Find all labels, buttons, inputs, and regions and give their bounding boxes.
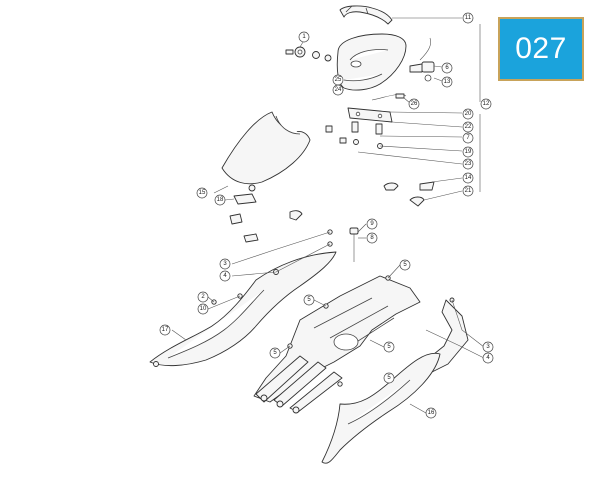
svg-text:12: 12 [483,101,490,107]
callout-5-top: 5 [399,259,411,271]
svg-text:1: 1 [302,34,306,40]
callout-3-right: 3 [482,341,494,353]
svg-text:26: 26 [411,101,418,107]
svg-text:20: 20 [465,111,472,117]
callout-16: 16 [425,407,437,419]
small-fasteners-upper [325,125,435,207]
svg-text:3: 3 [486,344,490,350]
callout-7: 7 [462,132,474,144]
svg-text:25: 25 [335,77,342,83]
svg-text:7: 7 [466,135,470,141]
callout-12: 12 [480,98,492,110]
svg-text:14: 14 [465,175,472,181]
tail-cover [221,111,311,185]
callout-25: 25 [332,74,344,86]
callout-10: 10 [197,303,209,315]
callout-4-right: 4 [482,352,494,364]
callout-26: 26 [408,98,420,110]
svg-text:5: 5 [387,344,391,350]
callout-19: 19 [462,146,474,158]
callout-9: 9 [366,218,378,230]
svg-text:3: 3 [223,261,227,267]
leader-lines [171,17,485,414]
page-number-badge: 027 [498,17,584,81]
svg-text:2: 2 [201,294,205,300]
callout-14: 14 [462,172,474,184]
svg-text:5: 5 [387,375,391,381]
callout-6: 6 [441,62,453,74]
release-cable [371,93,407,101]
rear-seat [336,33,407,91]
callout-5-left: 5 [269,347,281,359]
svg-text:13: 13 [444,79,451,85]
callout-24: 24 [332,84,344,96]
svg-text:5: 5 [307,297,311,303]
callout-3-left: 3 [219,258,231,270]
callout-22: 22 [462,121,474,133]
callout-1: 1 [298,31,310,43]
svg-text:4: 4 [486,355,490,361]
callout-20: 20 [462,108,474,120]
rubber-grommet [349,227,359,262]
page-number-label: 027 [515,32,567,65]
callout-5-mid: 5 [303,294,315,306]
callout-13: 13 [441,76,453,88]
callout-8: 8 [366,232,378,244]
callout-4-left: 4 [219,270,231,282]
svg-text:6: 6 [445,65,449,71]
svg-text:15: 15 [199,190,206,196]
svg-text:19: 19 [465,149,472,155]
callout-5-center: 5 [383,341,395,353]
rear-fender-panel [321,352,441,464]
callout-15: 15 [196,187,208,199]
svg-text:11: 11 [465,15,472,21]
svg-text:17: 17 [162,327,169,333]
grab-handle [339,5,393,25]
callout-17: 17 [159,324,171,336]
svg-text:8: 8 [370,235,374,241]
callout-18: 18 [214,194,226,206]
svg-text:23: 23 [465,161,472,167]
rear-subframe [253,275,421,414]
key-lock-cylinder [285,46,332,62]
svg-text:18: 18 [217,197,224,203]
seat-bracket-plate [347,107,393,135]
svg-text:9: 9 [370,221,374,227]
seat-lock-assembly [409,37,435,82]
callout-21: 21 [462,185,474,197]
side-fairing-panel [149,251,337,367]
callout-11: 11 [462,12,474,24]
callout-5-bottom: 5 [383,372,395,384]
svg-text:5: 5 [403,262,407,268]
callout-2: 2 [197,291,209,303]
callout-23: 23 [462,158,474,170]
svg-text:5: 5 [273,350,277,356]
svg-text:10: 10 [200,306,207,312]
svg-text:24: 24 [335,87,342,93]
svg-text:4: 4 [223,273,227,279]
svg-text:22: 22 [465,124,472,130]
svg-text:16: 16 [428,410,435,416]
cover-mount-clips [229,184,303,243]
svg-text:21: 21 [465,188,472,194]
